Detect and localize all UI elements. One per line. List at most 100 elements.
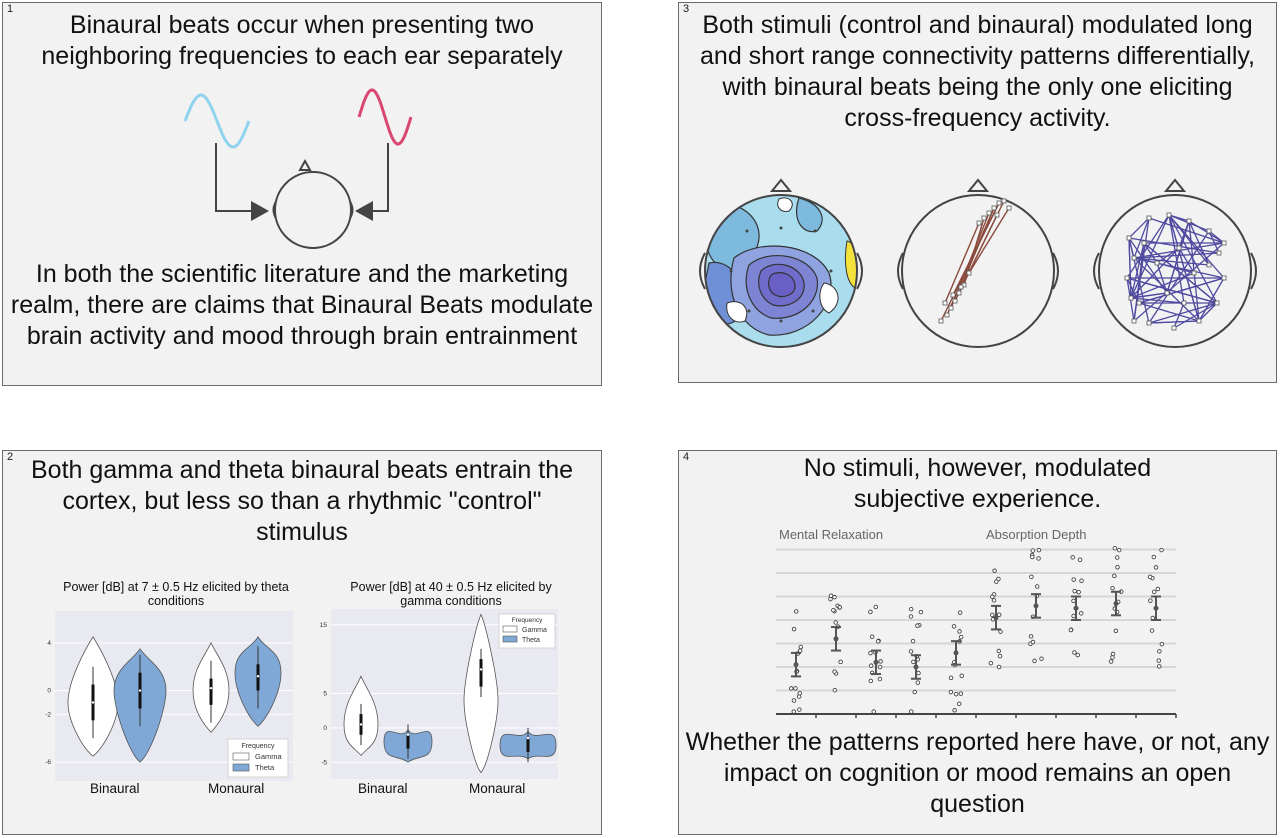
electrode-node [1206,228,1212,234]
mean-point [1113,601,1119,607]
connection-line [1148,302,1218,324]
data-point [871,709,876,714]
data-point [797,690,802,696]
data-point [951,624,957,629]
data-point [1157,649,1162,654]
electrode-node [948,305,954,311]
data-point [957,629,962,634]
data-point [1110,585,1115,591]
head-icon [272,158,354,249]
electrode-node [1214,300,1220,306]
panel-entrainment: 2 Both gamma and theta binaural beats en… [2,450,602,835]
violin-median [138,689,142,692]
data-point [1147,574,1153,580]
electrode-node [986,210,992,216]
connection-line [952,202,1000,296]
panel-connectivity: 3 Both stimuli (control and binaural) mo… [678,2,1277,383]
electrode-node [976,220,982,226]
data-point [1075,652,1080,658]
violin-2-category-monaural: Monaural [469,781,526,796]
connection-line [1133,257,1225,279]
data-point [908,649,914,654]
data-point [918,609,924,615]
data-point [873,604,879,610]
legend-label: Theta [522,637,540,644]
electrode-node [1131,255,1137,261]
data-point [837,605,843,610]
data-point [832,669,837,674]
connectivity-figures [699,178,1257,348]
violin-1-legend: Frequency Gamma Theta [227,738,289,778]
data-point [1116,547,1122,553]
mean-point [1033,603,1039,609]
connection-line [1128,217,1150,239]
electrode-node [942,300,948,306]
mean-point [953,650,959,656]
data-point [958,691,964,696]
data-point [833,620,838,625]
y-tick-label: 15 [320,622,328,629]
panel-4-top-text: No stimuli, however, modulated subjectiv… [803,454,1152,513]
data-point [1078,611,1084,616]
electrode-node [1206,262,1212,268]
panel-1-bottom-text: In both the scientific literature and th… [10,260,594,350]
violin-2-title: Power [dB] at 40 ± 0.5 Hz elicited by ga… [350,580,552,608]
violin-median [526,736,530,740]
data-point [1032,658,1037,664]
connection-line [1168,214,1225,279]
connection-line [1156,262,1195,274]
electrode-node [1191,270,1197,276]
connection-line [944,222,980,304]
data-point [1030,548,1036,553]
data-point [1113,628,1119,634]
data-point [1029,574,1034,580]
electrode-node [1001,198,1007,204]
data-point [1156,658,1162,663]
data-point [868,609,873,615]
mean-point [1073,605,1079,611]
data-point [991,598,997,603]
y-tick-label: -2 [45,711,51,718]
data-point [956,701,962,707]
electrode-node [1146,320,1152,326]
electrode-node [991,205,997,211]
data-point [1030,554,1035,560]
connection-line [968,207,1010,274]
violin-2-legend: Frequency Gamma Theta [498,613,556,649]
data-point [793,609,799,614]
connection-line [1198,277,1225,322]
left-arrow-head-icon [251,201,269,221]
data-point [948,675,954,681]
electrode-node [956,290,962,296]
panel-number: 3 [683,3,690,15]
data-point [1030,639,1036,645]
topomap-head [699,178,863,348]
connection-line [1126,277,1140,304]
legend-label: Theta [255,763,275,772]
data-point [1036,556,1041,561]
electrode-node [950,292,956,298]
data-point [1028,634,1034,639]
mean-point [913,664,919,670]
electrode-node [1136,300,1142,306]
panel-number: 1 [7,3,14,15]
data-point [868,650,873,656]
violin-median [359,723,363,726]
data-point [1115,565,1120,570]
connection-line [1133,217,1150,259]
cross-frequency-network-head [1093,178,1257,348]
data-point [832,594,837,600]
violin-median [406,733,410,736]
data-point [996,664,1002,670]
right-arrow-line [371,143,389,212]
connection-line [1143,242,1218,304]
data-point [832,687,838,693]
electrode-node [996,200,1002,206]
data-point [875,639,881,644]
left-sine-wave [183,93,251,149]
connection-line [1198,302,1218,322]
electrode-node [1141,240,1147,246]
y-tick-label: 0 [47,688,51,695]
data-point [958,634,964,640]
data-point [915,680,921,685]
